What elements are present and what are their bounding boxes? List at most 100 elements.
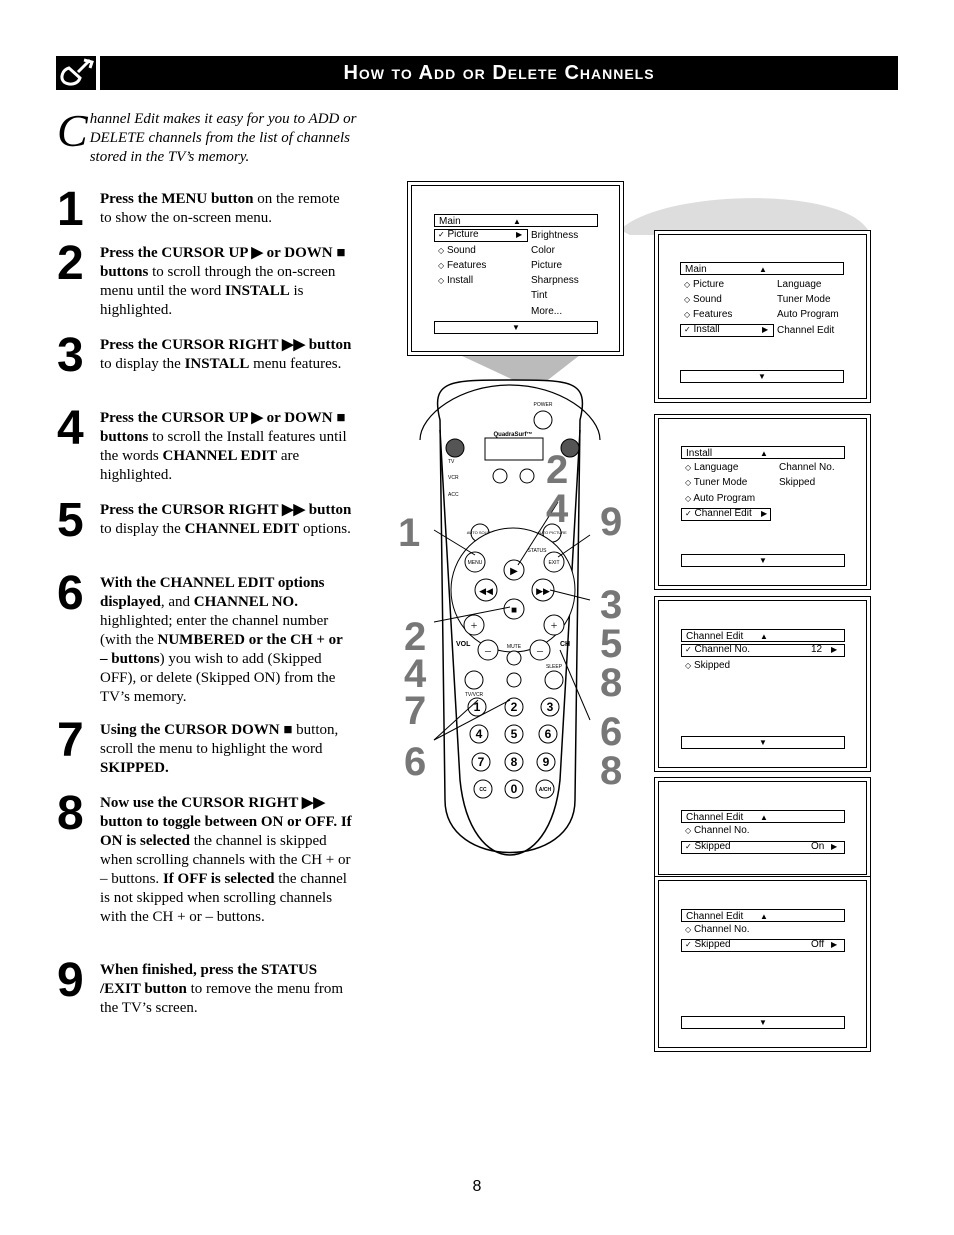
up-arrow-icon: ▲ — [513, 217, 521, 226]
callout-1: 1 — [398, 511, 421, 555]
menu-item: Skipped — [694, 841, 731, 852]
menu-title: Install — [686, 448, 713, 459]
diamond-icon: ◇ — [685, 463, 692, 472]
digit-label: 1 — [474, 700, 481, 714]
step-bold: Press the CURSOR UP ▶ or DOWN ■ buttons — [100, 245, 346, 280]
vol-up-button[interactable] — [463, 614, 485, 636]
digit-label: 4 — [476, 727, 483, 741]
callout-9: 9 — [600, 500, 623, 544]
right-arrow-icon: ▶ — [761, 509, 768, 518]
power-button[interactable] — [533, 410, 553, 430]
callout-8-right: 8 — [600, 749, 623, 793]
step-text: menu features. — [249, 356, 342, 372]
tv-light-beam — [460, 198, 868, 390]
check-icon: ✓ — [685, 842, 692, 851]
menu-title: Channel Edit — [686, 812, 744, 823]
digit-5-button[interactable] — [504, 724, 524, 744]
menu-item: Channel No. — [693, 825, 750, 836]
ach-button[interactable] — [535, 779, 555, 799]
digit-3-button[interactable] — [540, 697, 560, 717]
check-icon: ✓ — [438, 230, 445, 239]
callout-5: 5 — [600, 622, 623, 666]
pause-button[interactable] — [506, 672, 522, 688]
cursor-left-button[interactable] — [474, 578, 498, 602]
callout-6-right: 6 — [600, 710, 623, 754]
menu-item: Auto Program — [693, 493, 756, 504]
step-number: 5 — [57, 494, 84, 547]
sleep-label: SLEEP — [546, 664, 563, 670]
cursor-down-button[interactable] — [503, 598, 525, 620]
frown-button[interactable] — [519, 468, 535, 484]
callout-4: 4 — [404, 652, 427, 696]
menu-item: Channel No. — [694, 644, 751, 655]
ch-down-button[interactable] — [529, 639, 551, 661]
check-icon: ✓ — [685, 509, 692, 518]
tv-screen-install: Install▲ ◇ Language ◇ Tuner Mode ◇ Auto … — [654, 414, 871, 590]
remote-control: POWER QuadraSurf™ TV VCR ACC AUTO SOUND … — [419, 379, 601, 856]
check-icon: ✓ — [684, 325, 691, 334]
cursor-right-button[interactable] — [531, 578, 555, 602]
step-text: the channel is not skipped when scrollin… — [100, 871, 347, 925]
channel-number-value: 12 — [811, 644, 823, 655]
submenu-item: Channel Edit — [777, 325, 835, 336]
submenu-item: Sharpness — [531, 275, 579, 286]
minus-icon: – — [484, 643, 492, 657]
digit-9-button[interactable] — [536, 752, 556, 772]
acc-mode-button[interactable] — [560, 438, 580, 458]
menu-item: Features — [446, 260, 487, 271]
digit-2-button[interactable] — [504, 697, 524, 717]
step-text: is highlighted. — [100, 283, 304, 318]
check-icon: ✓ — [685, 645, 692, 654]
digit-0-button[interactable] — [504, 779, 524, 799]
mute-button[interactable] — [506, 650, 522, 666]
vcr-label: VCR — [448, 475, 459, 481]
digit-label: 0 — [511, 782, 518, 796]
tv-vcr-button[interactable] — [464, 670, 484, 690]
right-arrow-icon: ▶ — [831, 940, 838, 949]
tv-screen-channel-edit-number: Channel Edit▲ ✓ Channel No.12▶ ◇ Skipped… — [654, 596, 871, 772]
play-icon: ▶ — [510, 566, 518, 577]
digit-6-button[interactable] — [538, 724, 558, 744]
exit-button[interactable] — [543, 551, 565, 573]
step-bold: Press the MENU button — [100, 191, 254, 207]
diamond-icon: ◇ — [438, 276, 445, 285]
right-arrow-icon: ▶ — [762, 325, 769, 334]
diamond-icon: ◇ — [685, 661, 692, 670]
auto-sound-label: AUTO SOUND — [467, 530, 494, 535]
submenu-item: Color — [531, 245, 555, 256]
sleep-button[interactable] — [544, 670, 564, 690]
digit-8-button[interactable] — [504, 752, 524, 772]
fast-forward-icon: ▶▶ — [536, 586, 550, 596]
digit-7-button[interactable] — [471, 752, 491, 772]
step-bold: NUMBERED or the CH + or – buttons — [100, 632, 343, 667]
menu-button[interactable] — [464, 551, 486, 573]
cc-button[interactable] — [473, 779, 493, 799]
tv-mode-button[interactable] — [445, 438, 465, 458]
submenu-item: Tuner Mode — [777, 294, 831, 305]
menu-item: Skipped — [693, 660, 731, 671]
digit-1-button[interactable] — [467, 697, 487, 717]
cursor-up-button[interactable] — [503, 559, 525, 581]
step-number: 1 — [57, 183, 84, 236]
right-arrow-icon: ▶ — [516, 230, 523, 239]
smile-button[interactable] — [492, 468, 508, 484]
submenu-item: Picture — [531, 260, 563, 271]
diamond-icon: ◇ — [685, 925, 692, 934]
diamond-icon: ◇ — [685, 826, 692, 835]
callout-3: 3 — [600, 583, 623, 627]
right-arrow-icon: ▶ — [831, 645, 838, 654]
diamond-icon: ◇ — [685, 478, 692, 487]
step-text: are highlighted. — [100, 448, 300, 483]
menu-label: MENU — [468, 560, 483, 566]
digit-4-button[interactable] — [469, 724, 489, 744]
ch-up-button[interactable] — [543, 614, 565, 636]
vol-down-button[interactable] — [477, 639, 499, 661]
rewind-icon: ◀◀ — [479, 586, 493, 596]
step-text: , and — [160, 594, 194, 610]
step-text: highlighted; enter the channel number (w… — [100, 613, 329, 648]
submenu-item: Skipped — [779, 477, 816, 488]
step-text: options. — [299, 521, 351, 537]
